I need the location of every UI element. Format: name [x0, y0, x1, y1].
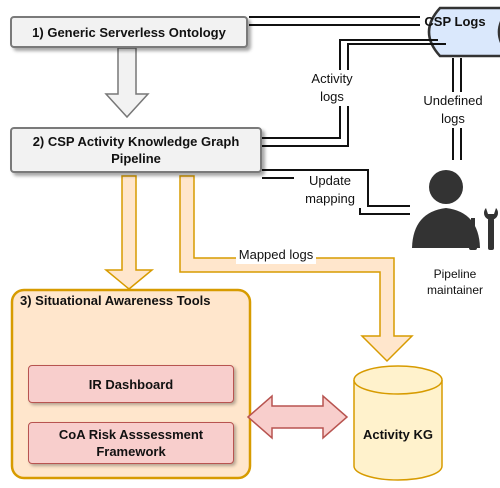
undefined-logs-label: Undefined logs [412, 92, 494, 128]
pipeline-label: 2) CSP Activity Knowledge Graph Pipeline [32, 134, 240, 166]
activity-kg-label: Activity KG [362, 427, 434, 442]
update-mapping-label: Update mapping [294, 172, 366, 208]
pipeline-maintainer-label: Pipeline maintainer [426, 267, 484, 297]
ontology-label: 1) Generic Serverless Ontology [32, 24, 226, 40]
activity-logs-label: Activity logs [300, 70, 364, 106]
user-icon [412, 170, 480, 248]
generic-serverless-ontology-node: 1) Generic Serverless Ontology [10, 16, 248, 48]
pipeline-to-tools-arrow [103, 175, 155, 290]
ir-dashboard-label: IR Dashboard [88, 376, 174, 392]
database-icon [353, 365, 443, 481]
tools-icon [469, 208, 499, 250]
csp-ontology-link [249, 16, 420, 26]
mapped-logs-arrow [179, 175, 414, 363]
csp-activity-kg-pipeline-node: 2) CSP Activity Knowledge Graph Pipeline [10, 127, 262, 173]
ontology-to-pipeline-arrow [104, 47, 150, 119]
csp-logs-label: CSP Logs [424, 14, 486, 29]
mapped-logs-label: Mapped logs [236, 246, 316, 264]
coa-risk-assessment-node: CoA Risk Asssessment Framework [28, 422, 234, 464]
ir-dashboard-node: IR Dashboard [28, 365, 234, 403]
coa-label: CoA Risk Asssessment Framework [58, 427, 204, 459]
situational-awareness-title: 3) Situational Awareness Tools [20, 293, 211, 308]
tools-kg-bidirectional-arrow [246, 394, 349, 440]
